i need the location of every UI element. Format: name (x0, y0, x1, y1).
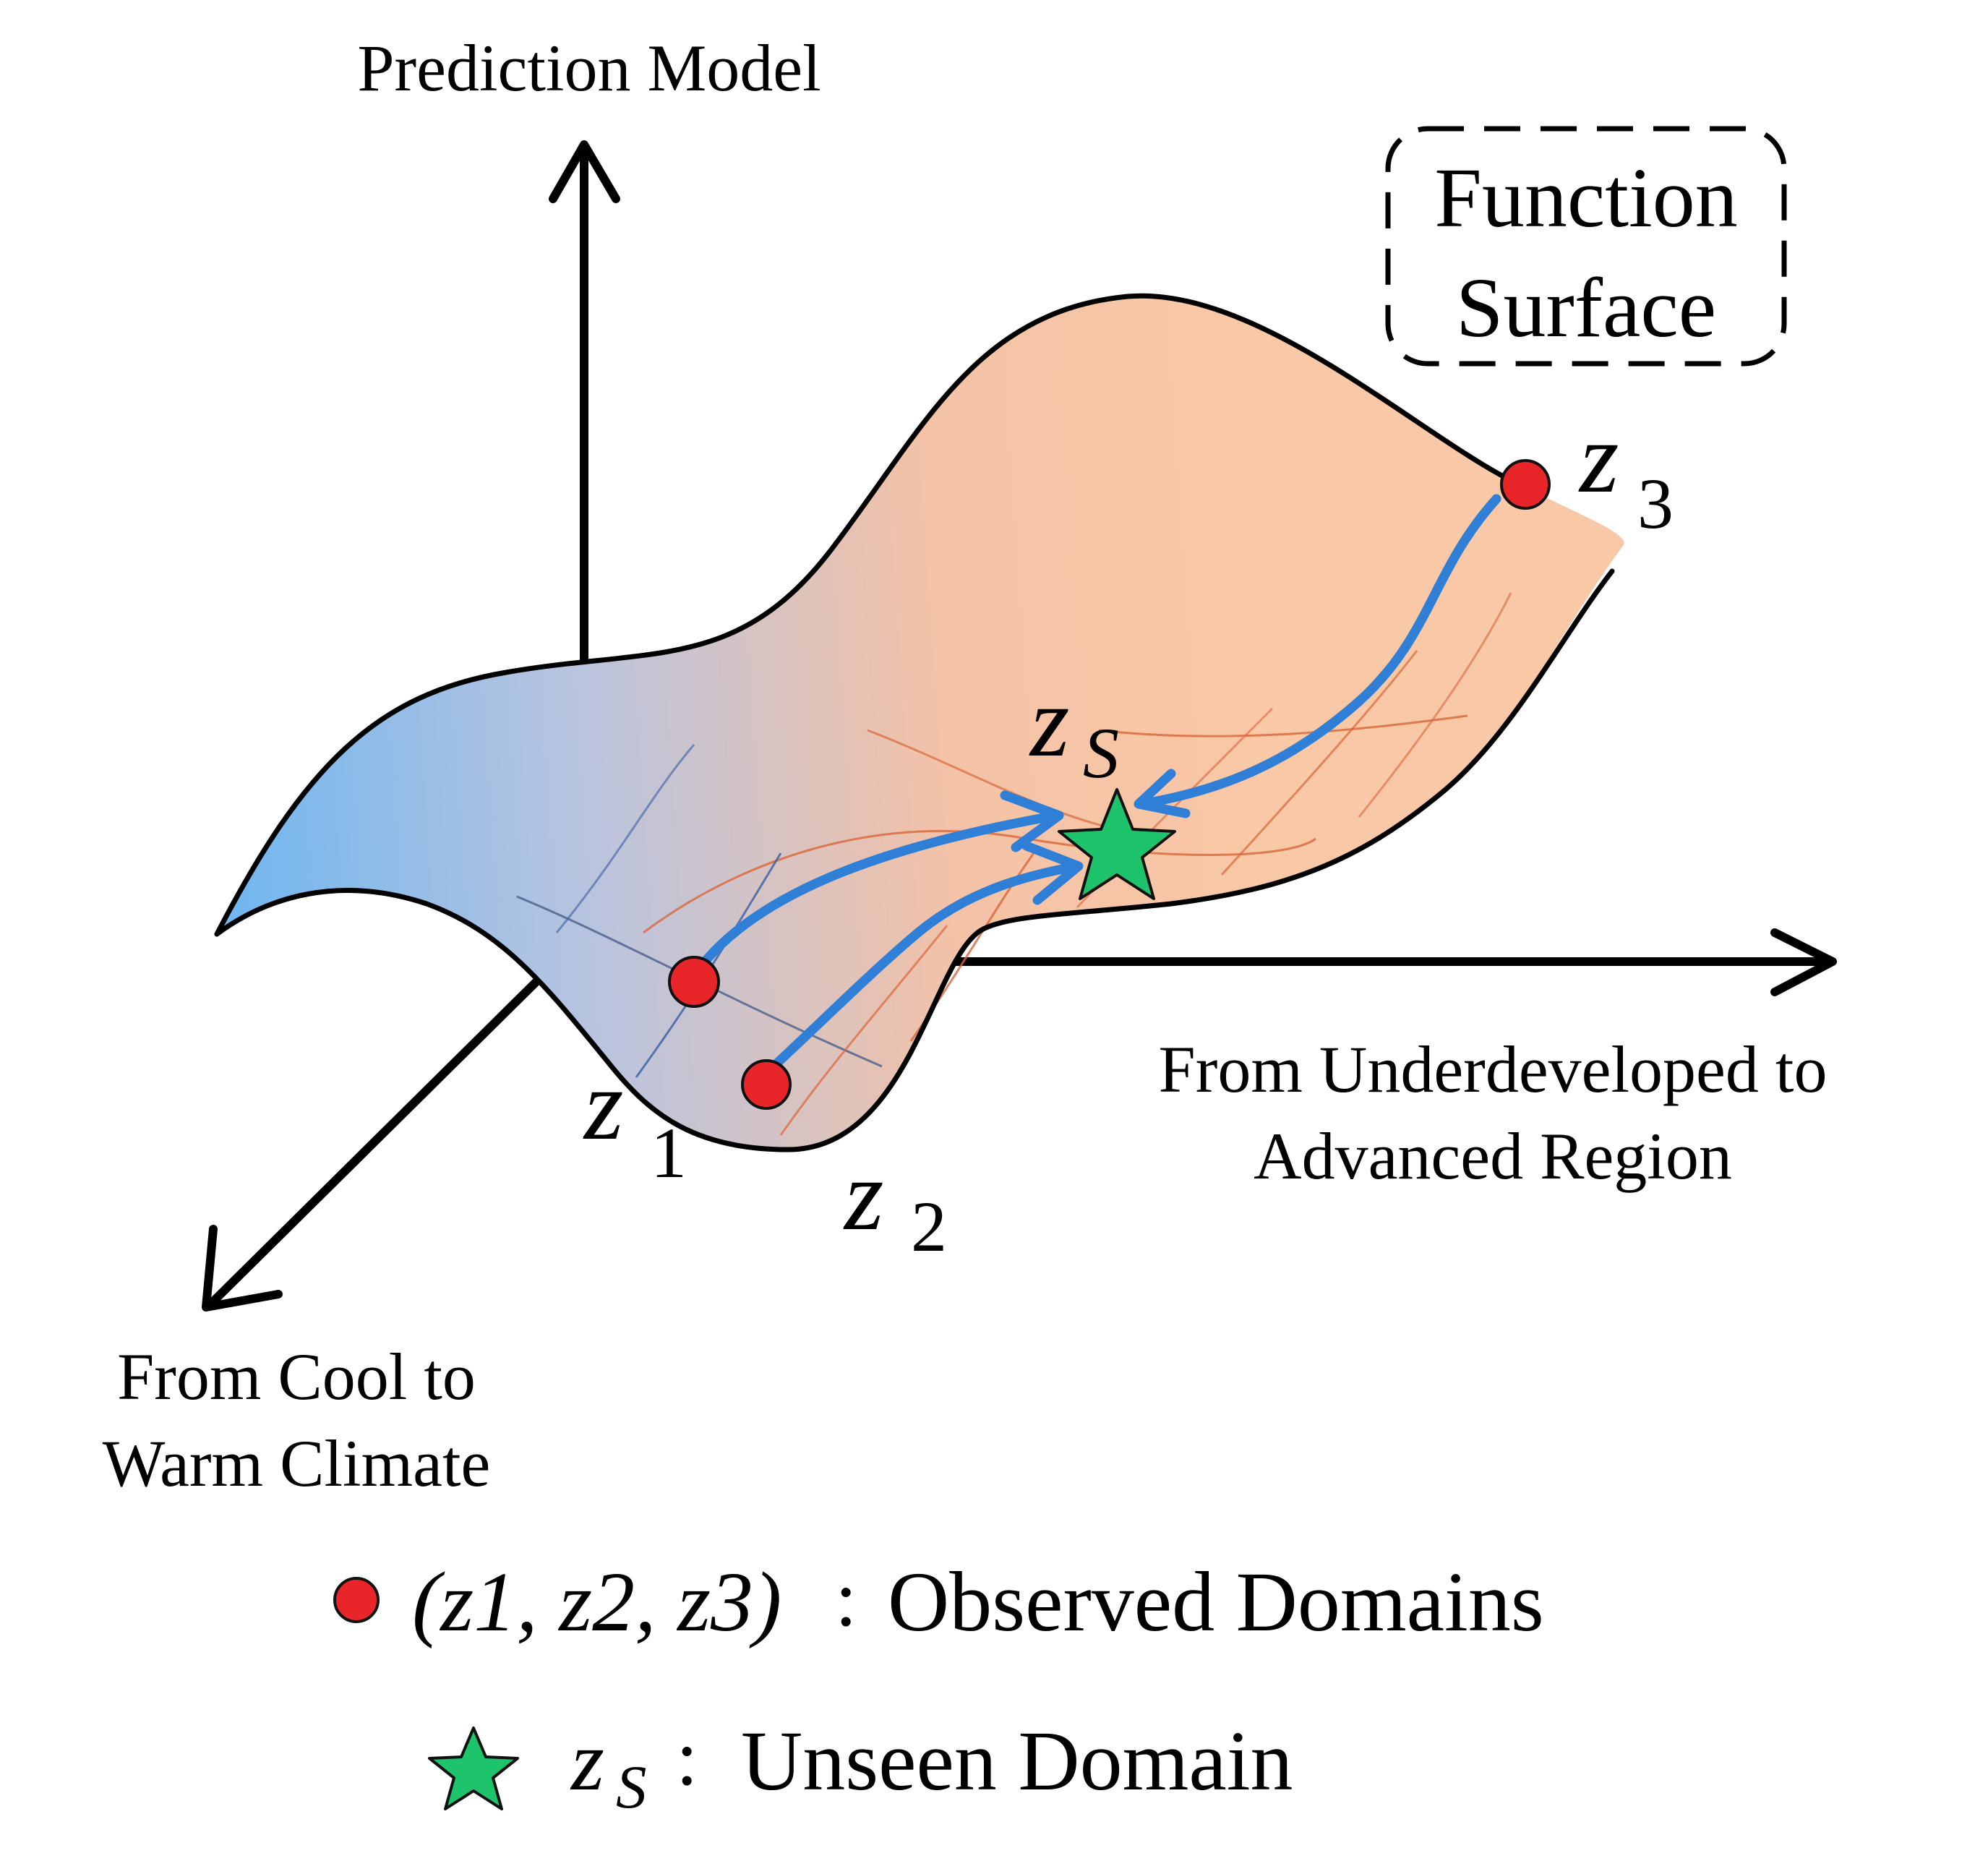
transfer-arrows (700, 494, 1501, 1071)
point-z3 (1500, 459, 1551, 510)
point-z1 (668, 956, 720, 1008)
function-surface-label-line1: Function (1434, 150, 1738, 245)
horizontal-axis-label-line2: Advanced Region (1254, 1119, 1732, 1193)
observed-points (668, 459, 1551, 1110)
svg-text:z: z (583, 1049, 623, 1161)
depth-axis-label-line2: Warm Climate (103, 1426, 491, 1500)
vertical-axis-label: Prediction Model (357, 31, 821, 105)
svg-text:z: z (1029, 666, 1069, 778)
function-surface (217, 296, 1624, 1150)
arrow-z1-to-zs (700, 812, 1053, 967)
arrow-z3-to-zs (1144, 494, 1501, 808)
vertical-axis (549, 140, 620, 673)
legend: (z1, z2, z3) : Observed Domains z S : Un… (333, 1554, 1544, 1821)
legend-observed-marker (333, 1577, 380, 1623)
legend-observed-tuple: (z1, z2, z3) (412, 1554, 781, 1649)
legend-unseen-colon: : (676, 1714, 698, 1802)
unseen-star (1058, 788, 1176, 900)
depth-axis (202, 957, 561, 1312)
surface-outline (214, 293, 1517, 937)
label-zs: z S (1029, 666, 1119, 793)
svg-text:1: 1 (651, 1113, 687, 1193)
function-surface-label-line2: Surface (1456, 260, 1716, 355)
horizontal-axis-label-line1: From Underdeveloped to (1159, 1032, 1828, 1106)
legend-unseen-marker (428, 1727, 519, 1810)
svg-text:S: S (1083, 713, 1119, 793)
legend-observed-text: Observed Domains (888, 1554, 1544, 1649)
svg-text:z: z (843, 1139, 883, 1252)
svg-text:z: z (1578, 402, 1619, 514)
legend-observed-colon: : (835, 1554, 857, 1643)
horizontal-axis (950, 928, 1837, 996)
depth-axis-label-line1: From Cool to (117, 1340, 476, 1413)
surface-grid (516, 592, 1512, 1136)
label-z1: z 1 (583, 1049, 687, 1193)
arrow-z2-to-zs (768, 863, 1075, 1071)
svg-text:3: 3 (1637, 463, 1674, 544)
legend-unseen-text: Unseen Domain (741, 1714, 1293, 1808)
arrow-heads (1000, 769, 1191, 905)
surface-outline-lower (214, 568, 1615, 1152)
point-z2 (741, 1059, 792, 1110)
label-z2: z 2 (843, 1139, 947, 1267)
legend-unseen-symbol: z (570, 1714, 604, 1808)
label-z3: z 3 (1578, 402, 1674, 544)
svg-text:2: 2 (911, 1186, 947, 1267)
function-surface-box (1385, 126, 1787, 367)
legend-unseen-symbol-sub: S (616, 1753, 647, 1821)
